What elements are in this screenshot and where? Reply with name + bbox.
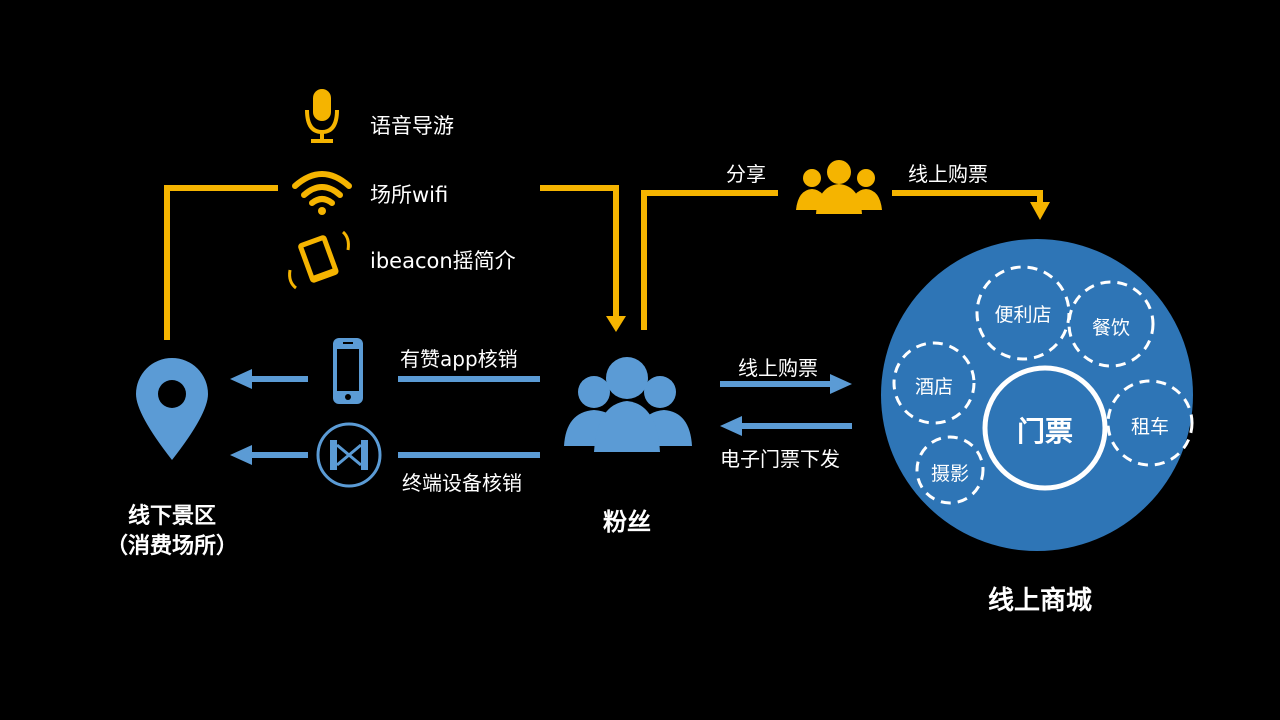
- gate-scanner-icon: [316, 422, 382, 488]
- terminal-verify-arrow: [230, 445, 540, 465]
- service-dining: 餐饮: [1091, 317, 1131, 339]
- top-buy-arrow: [892, 190, 1043, 202]
- group-icon: [796, 160, 882, 214]
- terminal-verify-label: 终端设备核销: [402, 471, 522, 495]
- location-pin-icon: [135, 357, 208, 460]
- service-ring-hotel: [892, 341, 976, 425]
- phone-shake-icon: [288, 230, 350, 290]
- features-to-fans-arrow: [540, 185, 619, 316]
- service-convenience-store: 便利店: [994, 304, 1052, 326]
- service-ring-photo: [915, 435, 985, 505]
- buy-label: 线上购票: [738, 356, 818, 380]
- features-to-fans-arrowhead: [606, 316, 626, 332]
- mall-title: 线上商城: [987, 586, 1093, 616]
- feature-label-voice-guide: 语音导游: [370, 114, 454, 138]
- ticket-ring: [982, 365, 1108, 491]
- app-verify-label: 有赞app核销: [400, 347, 518, 371]
- mall-circle: [881, 239, 1194, 551]
- scenic-subtitle: （消费场所）: [105, 534, 239, 559]
- service-ring-dining: [1067, 280, 1155, 368]
- smartphone-icon: [333, 338, 363, 404]
- users-icon: [564, 357, 692, 452]
- buy-arrow: [720, 374, 852, 394]
- service-car-rental: 租车: [1130, 416, 1170, 438]
- fans-to-share-connector: [641, 190, 700, 330]
- microphone-icon: [305, 89, 339, 143]
- service-ring-rental: [1106, 379, 1194, 467]
- share-label: 分享: [726, 162, 766, 186]
- service-hotel: 酒店: [914, 376, 954, 398]
- top-buy-label: 线上购票: [908, 162, 988, 186]
- top-buy-arrowhead: [1030, 202, 1050, 220]
- ticket-label: 门票: [1016, 415, 1074, 448]
- scenic-to-features-connector: [164, 185, 278, 340]
- app-verify-arrow: [230, 369, 540, 389]
- ticket-arrow: [720, 416, 852, 436]
- service-photography: 摄影: [930, 463, 970, 485]
- feature-label-wifi: 场所wifi: [370, 183, 449, 207]
- feature-label-ibeacon: ibeacon摇简介: [370, 249, 516, 273]
- wifi-icon: [292, 171, 352, 215]
- fans-title: 粉丝: [603, 508, 651, 536]
- scenic-title: 线下景区: [127, 504, 217, 529]
- ticket-issue-label: 电子门票下发: [720, 447, 840, 471]
